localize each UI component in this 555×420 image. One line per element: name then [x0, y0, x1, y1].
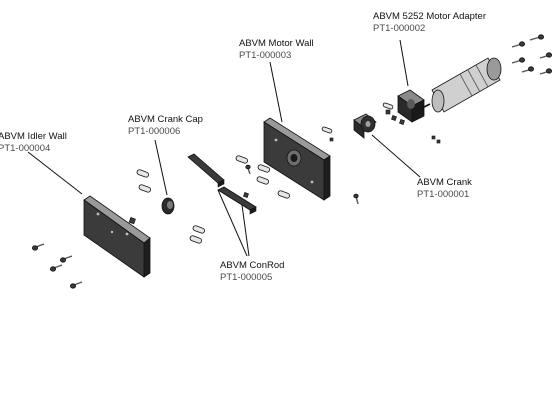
leader-lines	[27, 39, 421, 257]
screw	[511, 57, 526, 64]
screw	[70, 281, 83, 289]
leader-idler-wall	[27, 151, 83, 195]
conrod-parts	[187, 153, 257, 215]
part-name: ABVM Crank	[417, 177, 472, 188]
callout-crank: ABVM Crank PT1-000001	[417, 177, 472, 201]
leader-conrod-a	[217, 189, 248, 257]
leader-crank-cap	[154, 139, 168, 196]
part-name: ABVM Motor Wall	[239, 38, 314, 49]
screw	[245, 164, 251, 175]
part-number: PT1-000004	[0, 143, 51, 154]
motor-adapter-part	[397, 89, 425, 123]
crank-cap-part	[161, 197, 175, 215]
leader-motor-wall	[269, 61, 283, 123]
part-name: ABVM 5252 Motor Adapter	[373, 11, 487, 22]
part-number: PT1-000001	[417, 189, 470, 200]
screw	[539, 68, 553, 75]
callout-crank-cap: ABVM Crank Cap PT1-000006	[128, 114, 203, 138]
callout-idler-wall: ABVM Idler Wall PT1-000004	[0, 131, 67, 155]
callout-conrod: ABVM ConRod PT1-000005	[220, 260, 284, 284]
screw	[32, 243, 45, 251]
screw	[50, 264, 63, 272]
screw	[353, 193, 359, 205]
part-name: ABVM Crank Cap	[128, 114, 203, 125]
screw	[521, 66, 535, 73]
nut-parts	[128, 109, 441, 225]
idler-wall-part	[83, 195, 151, 278]
pin-parts	[136, 102, 394, 244]
callout-motor-adapter: ABVM 5252 Motor Adapter PT1-000002	[373, 11, 486, 35]
screw	[511, 41, 526, 48]
motor-part	[421, 57, 502, 113]
part-name: ABVM Idler Wall	[0, 131, 67, 142]
leader-crank	[371, 134, 421, 178]
part-number: PT1-000006	[128, 126, 181, 137]
crank-part	[353, 113, 377, 139]
leader-motor-adapter	[399, 39, 409, 87]
screw	[529, 34, 545, 41]
screw	[60, 255, 73, 263]
screw-parts	[32, 34, 553, 289]
motor-wall-part	[263, 117, 331, 201]
part-name: ABVM ConRod	[220, 260, 285, 271]
part-number: PT1-000003	[239, 50, 292, 61]
leader-conrod-b	[241, 204, 250, 257]
part-number: PT1-000002	[373, 23, 426, 34]
part-number: PT1-000005	[220, 272, 273, 283]
callout-motor-wall: ABVM Motor Wall PT1-000003	[239, 38, 314, 62]
screw	[539, 52, 553, 59]
